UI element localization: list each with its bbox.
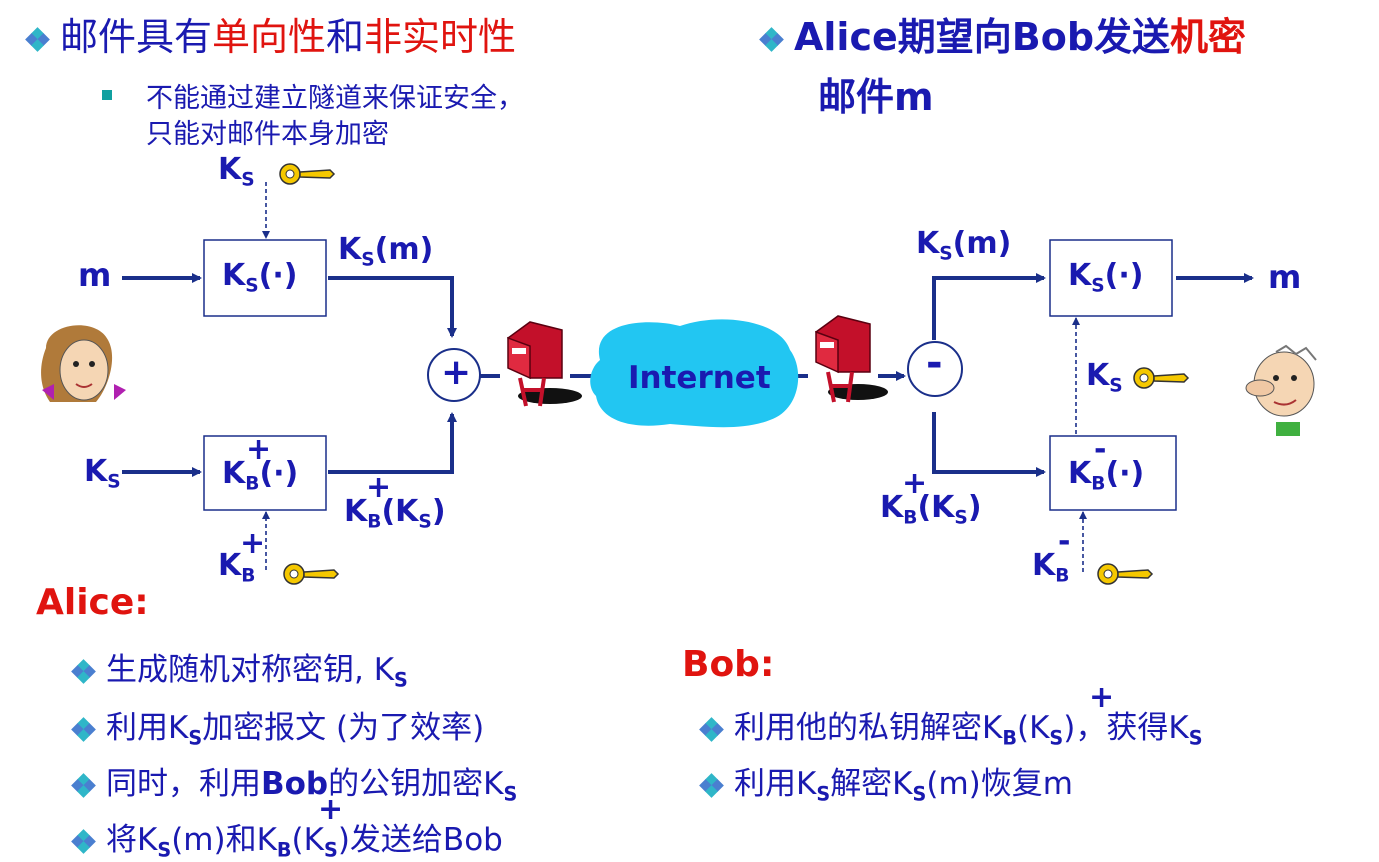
alice-bullet-4: 将KS(m)和KB(KS)发送给Bob bbox=[71, 814, 503, 862]
arrow-kbks-right bbox=[932, 412, 1046, 477]
bullet-square-icon bbox=[102, 90, 112, 100]
plus-circle-sign: + bbox=[441, 352, 472, 393]
arrow-ksm-right bbox=[932, 273, 1046, 340]
label-kbks-right-plus: + bbox=[902, 466, 928, 501]
arrow-ksm-down bbox=[328, 276, 457, 338]
minus-circle bbox=[907, 341, 963, 397]
minus-circle-sign: - bbox=[926, 340, 943, 386]
alice-bullet-3: 同时，利用Bob的公钥加密KS bbox=[71, 758, 517, 806]
label-m-out: m bbox=[1268, 258, 1302, 296]
alice-title: Alice: bbox=[36, 582, 149, 623]
label-ks-in: KS bbox=[84, 454, 121, 493]
key-icon-ks-right bbox=[1133, 367, 1190, 389]
bullet-diamond-icon bbox=[699, 716, 724, 742]
bob-bullet-1: 利用他的私钥解密KB(KS)，获得KS bbox=[699, 702, 1203, 750]
bob-avatar-icon bbox=[1245, 344, 1317, 436]
alice-bullet-1: 生成随机对称密钥, KS bbox=[71, 644, 408, 692]
arrow-kbks-up bbox=[328, 412, 457, 474]
box-kbplus-encrypt bbox=[203, 435, 327, 511]
box2-text: KB(·) bbox=[222, 456, 299, 495]
left-subnote-line2: 只能对邮件本身加密 bbox=[146, 119, 389, 150]
mailbox-right-icon bbox=[815, 315, 888, 403]
label-ks-right: KS bbox=[1086, 358, 1123, 397]
key-icon-kbplus bbox=[283, 563, 340, 585]
box3-text: KS(·) bbox=[1068, 258, 1144, 297]
alice-bullet-4-plus: + bbox=[318, 792, 344, 827]
box4-minus: - bbox=[1094, 432, 1107, 467]
bullet-diamond-icon bbox=[699, 772, 724, 798]
bullet-diamond-icon bbox=[71, 828, 96, 854]
label-ksm-right: KS(m) bbox=[916, 226, 1012, 265]
label-kbplus-bottom: KB bbox=[218, 548, 256, 587]
plus-circle bbox=[427, 348, 481, 402]
alice-avatar-icon bbox=[41, 325, 126, 402]
right-heading-line2: 邮件m bbox=[818, 75, 934, 119]
box1-text: KS(·) bbox=[222, 258, 298, 297]
label-kbks-left-plus: + bbox=[366, 470, 392, 505]
label-kbks-right: KB(KS) bbox=[880, 490, 982, 529]
label-kbplus-bottom-plus: + bbox=[240, 526, 266, 561]
right-heading: Alice期望向Bob发送机密 bbox=[759, 6, 1246, 61]
bob-bullet-1-plus: + bbox=[1089, 680, 1115, 715]
box-ks-encrypt bbox=[203, 239, 327, 317]
bob-bullet-2: 利用KS解密KS(m)恢复m bbox=[699, 758, 1073, 806]
label-kbminus-bottom: KB bbox=[1032, 548, 1070, 587]
label-ks-top: KS bbox=[218, 152, 255, 191]
label-kbminus-bottom-minus: - bbox=[1058, 524, 1071, 559]
box4-text: KB(·) bbox=[1068, 456, 1145, 495]
left-subnote-line1: 不能通过建立隧道来保证安全， bbox=[146, 83, 524, 114]
internet-label: Internet bbox=[628, 360, 771, 396]
mailbox-left-icon bbox=[507, 321, 582, 407]
box2-plus: + bbox=[246, 432, 272, 467]
label-kbks-left: KB(KS) bbox=[344, 494, 446, 533]
box-kbminus-decrypt bbox=[1049, 435, 1177, 511]
internet-cloud bbox=[590, 319, 799, 428]
key-icon-ks-left bbox=[279, 163, 336, 185]
left-heading: 邮件具有单向性和非实时性 bbox=[25, 6, 516, 61]
bullet-diamond-icon bbox=[71, 658, 96, 684]
alice-bullet-2: 利用KS加密报文 (为了效率) bbox=[71, 702, 484, 750]
label-m-in: m bbox=[78, 256, 112, 294]
bullet-diamond-icon bbox=[71, 716, 96, 742]
bullet-diamond-icon bbox=[71, 772, 96, 798]
bob-title: Bob: bbox=[682, 644, 775, 685]
key-icon-kbminus bbox=[1097, 563, 1154, 585]
label-ksm-left: KS(m) bbox=[338, 232, 434, 271]
box-ks-decrypt bbox=[1049, 239, 1173, 317]
